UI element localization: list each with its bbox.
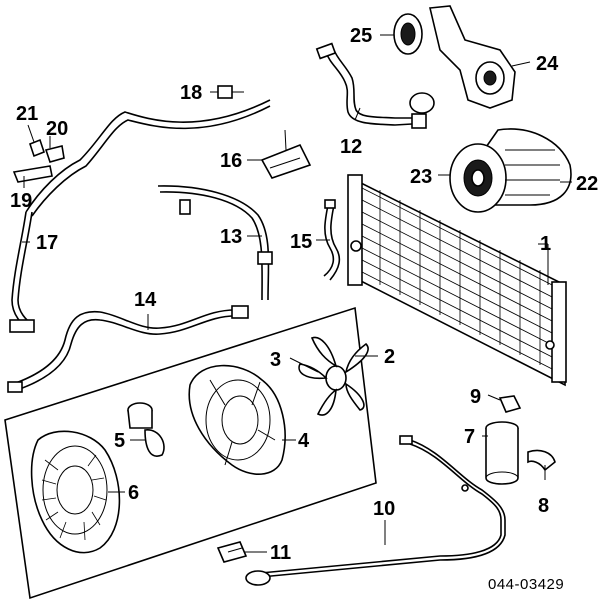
callout-10: 10 [373, 498, 395, 520]
suction-line-part [315, 42, 435, 129]
fan-shroud-part [188, 364, 286, 475]
fitting-part [217, 85, 244, 99]
fan-blade-part [298, 336, 369, 416]
pipe-part [323, 199, 341, 281]
drawing-code: 044-03429 [488, 576, 564, 593]
callout-16: 16 [220, 150, 242, 172]
callout-20: 20 [46, 118, 68, 140]
condenser-part [347, 174, 567, 387]
compressor-bracket-part [429, 5, 516, 109]
callout-21: 21 [16, 103, 38, 125]
suction-hose-part [7, 305, 249, 393]
callout-14: 14 [134, 289, 157, 311]
callout-11: 11 [270, 542, 291, 564]
callout-8: 8 [538, 495, 549, 517]
receiver-dryer-part [485, 421, 519, 485]
callout-1: 1 [540, 233, 551, 255]
callout-17: 17 [36, 232, 58, 254]
fan-motor-part [127, 402, 165, 457]
callout-6: 6 [128, 482, 139, 504]
bracket-part [260, 129, 312, 179]
liquid-line-part [249, 435, 506, 579]
callout-5: 5 [114, 430, 125, 452]
callout-3: 3 [270, 349, 281, 371]
callout-2: 2 [384, 346, 395, 368]
pulley-part [393, 13, 423, 55]
callout-22: 22 [576, 173, 598, 195]
callout-19: 19 [10, 190, 32, 212]
tube-part [9, 99, 271, 333]
fan-assembly-frame [4, 306, 377, 600]
callout-23: 23 [410, 166, 432, 188]
compressor-part [449, 128, 572, 213]
line-clamp-part [216, 541, 271, 586]
callout-9: 9 [470, 386, 481, 408]
leader-lines [22, 34, 572, 553]
callout-12: 12 [340, 136, 362, 158]
callout-15: 15 [290, 231, 312, 253]
callout-13: 13 [220, 226, 242, 248]
callout-25: 25 [350, 25, 372, 47]
fan-left-part [30, 430, 121, 554]
callout-24: 24 [536, 53, 559, 75]
discharge-hose-part [157, 185, 273, 301]
callout-7: 7 [464, 426, 475, 448]
callout-4: 4 [298, 430, 310, 452]
callout-18: 18 [180, 82, 202, 104]
dryer-bracket-part [498, 395, 556, 472]
